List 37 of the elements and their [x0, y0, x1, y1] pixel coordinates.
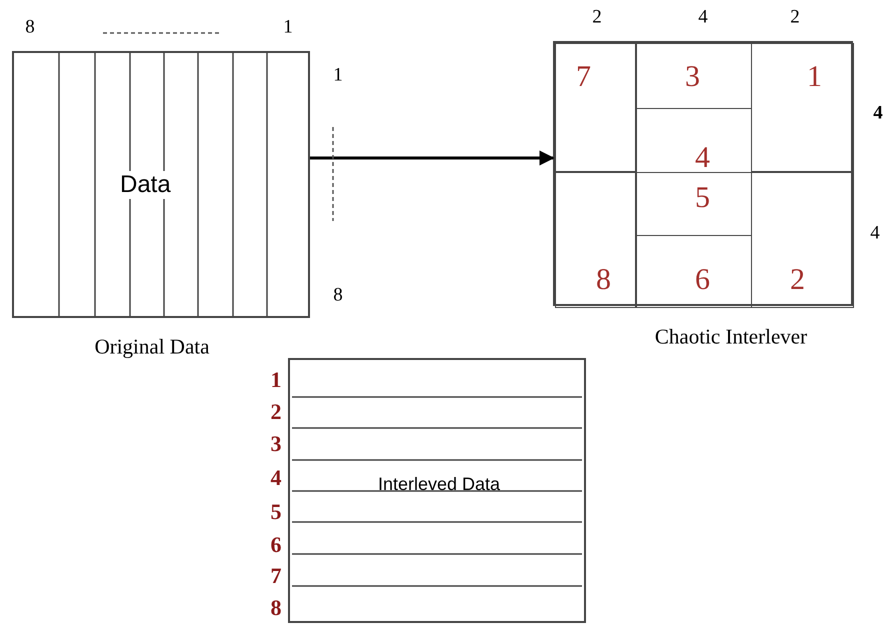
cell-number: 2	[790, 265, 805, 295]
dimension-label: 1	[333, 66, 343, 84]
node-label: Chaotic Interlever	[654, 326, 808, 348]
dimension-label: 4	[870, 224, 880, 242]
arrow	[310, 150, 554, 166]
row-number: 5	[270, 501, 282, 523]
row-number: 1	[270, 369, 282, 391]
cell-number: 3	[685, 62, 700, 92]
dimension-label: 4	[873, 104, 883, 122]
row-number: 6	[270, 534, 282, 556]
grid-cell	[555, 43, 636, 172]
dimension-label: 2	[592, 8, 602, 26]
dimension-label: 1	[283, 18, 293, 36]
interleaver-grid	[553, 41, 853, 306]
row-number: 2	[270, 401, 282, 423]
grid-cell	[555, 172, 636, 308]
row-number: 4	[270, 467, 282, 489]
cell-number: 1	[807, 62, 822, 92]
cell-number: 8	[596, 265, 611, 295]
row-number: 7	[270, 565, 282, 587]
row-number: 3	[270, 433, 282, 455]
grid-cell	[636, 235, 752, 308]
dimension-label: 4	[698, 8, 708, 26]
cell-number: 7	[576, 62, 591, 92]
grid-cell	[751, 172, 854, 308]
block-label: Data	[120, 171, 171, 199]
cell-number: 5	[695, 183, 710, 213]
block-label: Interleved Data	[378, 474, 500, 495]
cell-number: 6	[695, 265, 710, 295]
dimension-label: 8	[333, 286, 343, 304]
grid-cell	[636, 43, 752, 109]
row-number: 8	[270, 597, 282, 619]
grid-cell	[751, 43, 854, 172]
dimension-label: 2	[790, 8, 800, 26]
node-label: Original Data	[94, 336, 210, 358]
dimension-label: 8	[25, 18, 35, 36]
cell-number: 4	[695, 143, 710, 173]
